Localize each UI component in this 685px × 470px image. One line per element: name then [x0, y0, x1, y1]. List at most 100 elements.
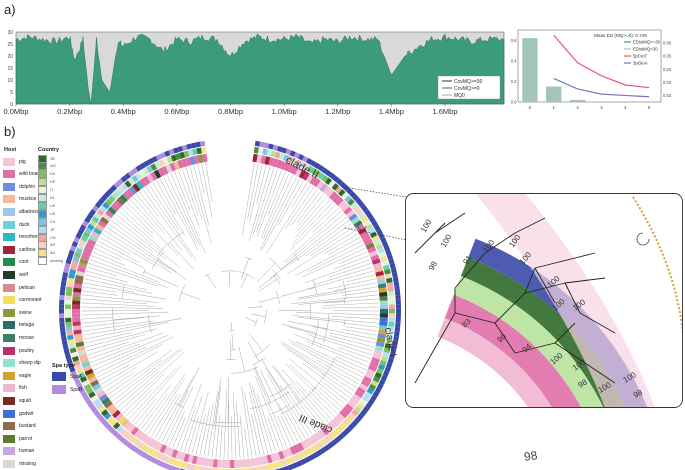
host-ring-segment: [159, 444, 167, 454]
country-ring-segment: [65, 308, 72, 314]
spa-ring-segment: [60, 331, 67, 337]
ed-bar-mq30: [569, 99, 586, 102]
country-ring-segment: [317, 172, 325, 180]
tree-leaf-branch: [201, 163, 213, 218]
country-ring-segment: [354, 405, 362, 413]
coverage-y-tick: 0: [10, 102, 13, 108]
country-ring-segment: [168, 457, 175, 465]
host-ring-segment: [146, 173, 155, 183]
zoom-tree-branch: [514, 342, 556, 354]
tree-internal-branch: [251, 313, 266, 317]
tree-leaf-branch: [176, 383, 203, 450]
country-ring-segment: [358, 212, 366, 220]
country-ring-segment: [388, 295, 395, 301]
host-ring-segment: [85, 242, 95, 250]
country-swatch: [38, 194, 47, 202]
spa-ring-segment: [63, 349, 70, 355]
tree-leaf-branch: [84, 278, 153, 294]
country-legend-item: missing: [38, 257, 63, 266]
host-legend-item: moose: [3, 333, 34, 342]
tree-internal-branch: [207, 274, 217, 290]
host-ring-segment: [81, 361, 91, 368]
tree-leaf-branch: [329, 263, 372, 278]
tree-leaf-branch: [151, 393, 178, 437]
host-legend-item: bustard: [3, 422, 36, 431]
host-ring-segment: [124, 421, 133, 431]
spa-ring-segment: [145, 454, 152, 461]
host-ring-segment: [142, 175, 151, 185]
country-ring-segment: [336, 425, 344, 433]
country-ring-segment: [140, 443, 148, 452]
spa-ring-segment: [162, 462, 169, 469]
host-ring-segment: [291, 165, 299, 175]
spa-ring-segment: [94, 201, 102, 209]
tree-leaf-branch: [183, 395, 203, 452]
host-ring-segment: [116, 197, 125, 206]
host-ring-segment: [316, 180, 325, 190]
country-ring-segment: [166, 156, 173, 164]
tree-leaf-branch: [329, 332, 376, 344]
tree-internal-branch: [298, 317, 345, 323]
spa-ring-segment: [395, 299, 401, 305]
tree-leaf-branch: [286, 412, 302, 441]
tree-leaf-branch: [262, 174, 294, 240]
spa-ring-segment: [394, 290, 401, 296]
tree-internal-branch: [258, 279, 278, 292]
tree-leaf-branch: [161, 390, 189, 443]
tree-leaf-branch: [189, 166, 212, 244]
spa-ring-segment: [159, 152, 167, 159]
tree-leaf-branch: [343, 323, 379, 328]
spa-ring-segment: [59, 322, 65, 328]
host-ring-segment: [84, 368, 94, 376]
host-ring-segment: [339, 409, 348, 419]
host-ring-segment: [112, 409, 121, 419]
phylogenetic-tree: clade II clade I clade III: [58, 140, 401, 470]
country-swatch: [38, 170, 47, 179]
country-ring-segment: [386, 282, 394, 288]
country-ring-segment: [84, 227, 93, 235]
tree-leaf-branch: [280, 216, 347, 270]
country-ring-segment: [71, 260, 79, 267]
tree-leaf-branch: [102, 367, 137, 389]
country-ring-segment: [78, 239, 87, 246]
spa-ring-segment: [81, 220, 89, 228]
host-ring-segment: [305, 173, 314, 183]
tree-leaf-branch: [322, 381, 348, 402]
host-label: pig: [19, 158, 26, 165]
spa-ring-segment: [177, 145, 184, 153]
tree-leaf-branch: [95, 336, 174, 374]
host-swatch: [3, 384, 15, 393]
spa-ring-segment: [372, 391, 380, 398]
spa-ring-segment: [353, 417, 361, 424]
tree-internal-branch: [245, 317, 257, 323]
country-ring-segment: [377, 247, 385, 254]
country-ring-segment: [287, 156, 294, 164]
country-ring-segment: [333, 428, 341, 436]
spa-ring-segment: [76, 383, 83, 390]
country-ring-segment: [108, 195, 116, 203]
spa-ring-segment: [59, 317, 65, 323]
country-ring-segment: [203, 466, 209, 470]
zoom-tree-branch: [554, 342, 586, 364]
spa-ring-segment: [64, 353, 72, 360]
zoom-tree-branch: [524, 282, 566, 294]
spa-ring-segment: [291, 462, 298, 469]
country-legend-item: AU: [38, 249, 55, 258]
tree-leaf-branch: [92, 251, 126, 266]
country-label: NO: [50, 164, 56, 169]
zoom-tree-branch: [579, 312, 616, 334]
zoom-ring-band: [461, 257, 642, 408]
host-ring-segment: [75, 341, 85, 348]
spa-ring-segment: [70, 370, 78, 377]
host-label: parrot: [19, 435, 33, 442]
host-legend-item: pig: [3, 157, 26, 166]
host-swatch: [3, 195, 15, 204]
host-ring-segment: [76, 345, 86, 352]
host-ring-segment: [92, 383, 102, 391]
host-ring-segment: [283, 162, 291, 172]
country-ring-segment: [122, 430, 131, 439]
host-ring-segment: [264, 156, 271, 165]
host-ring-segment: [80, 254, 90, 261]
